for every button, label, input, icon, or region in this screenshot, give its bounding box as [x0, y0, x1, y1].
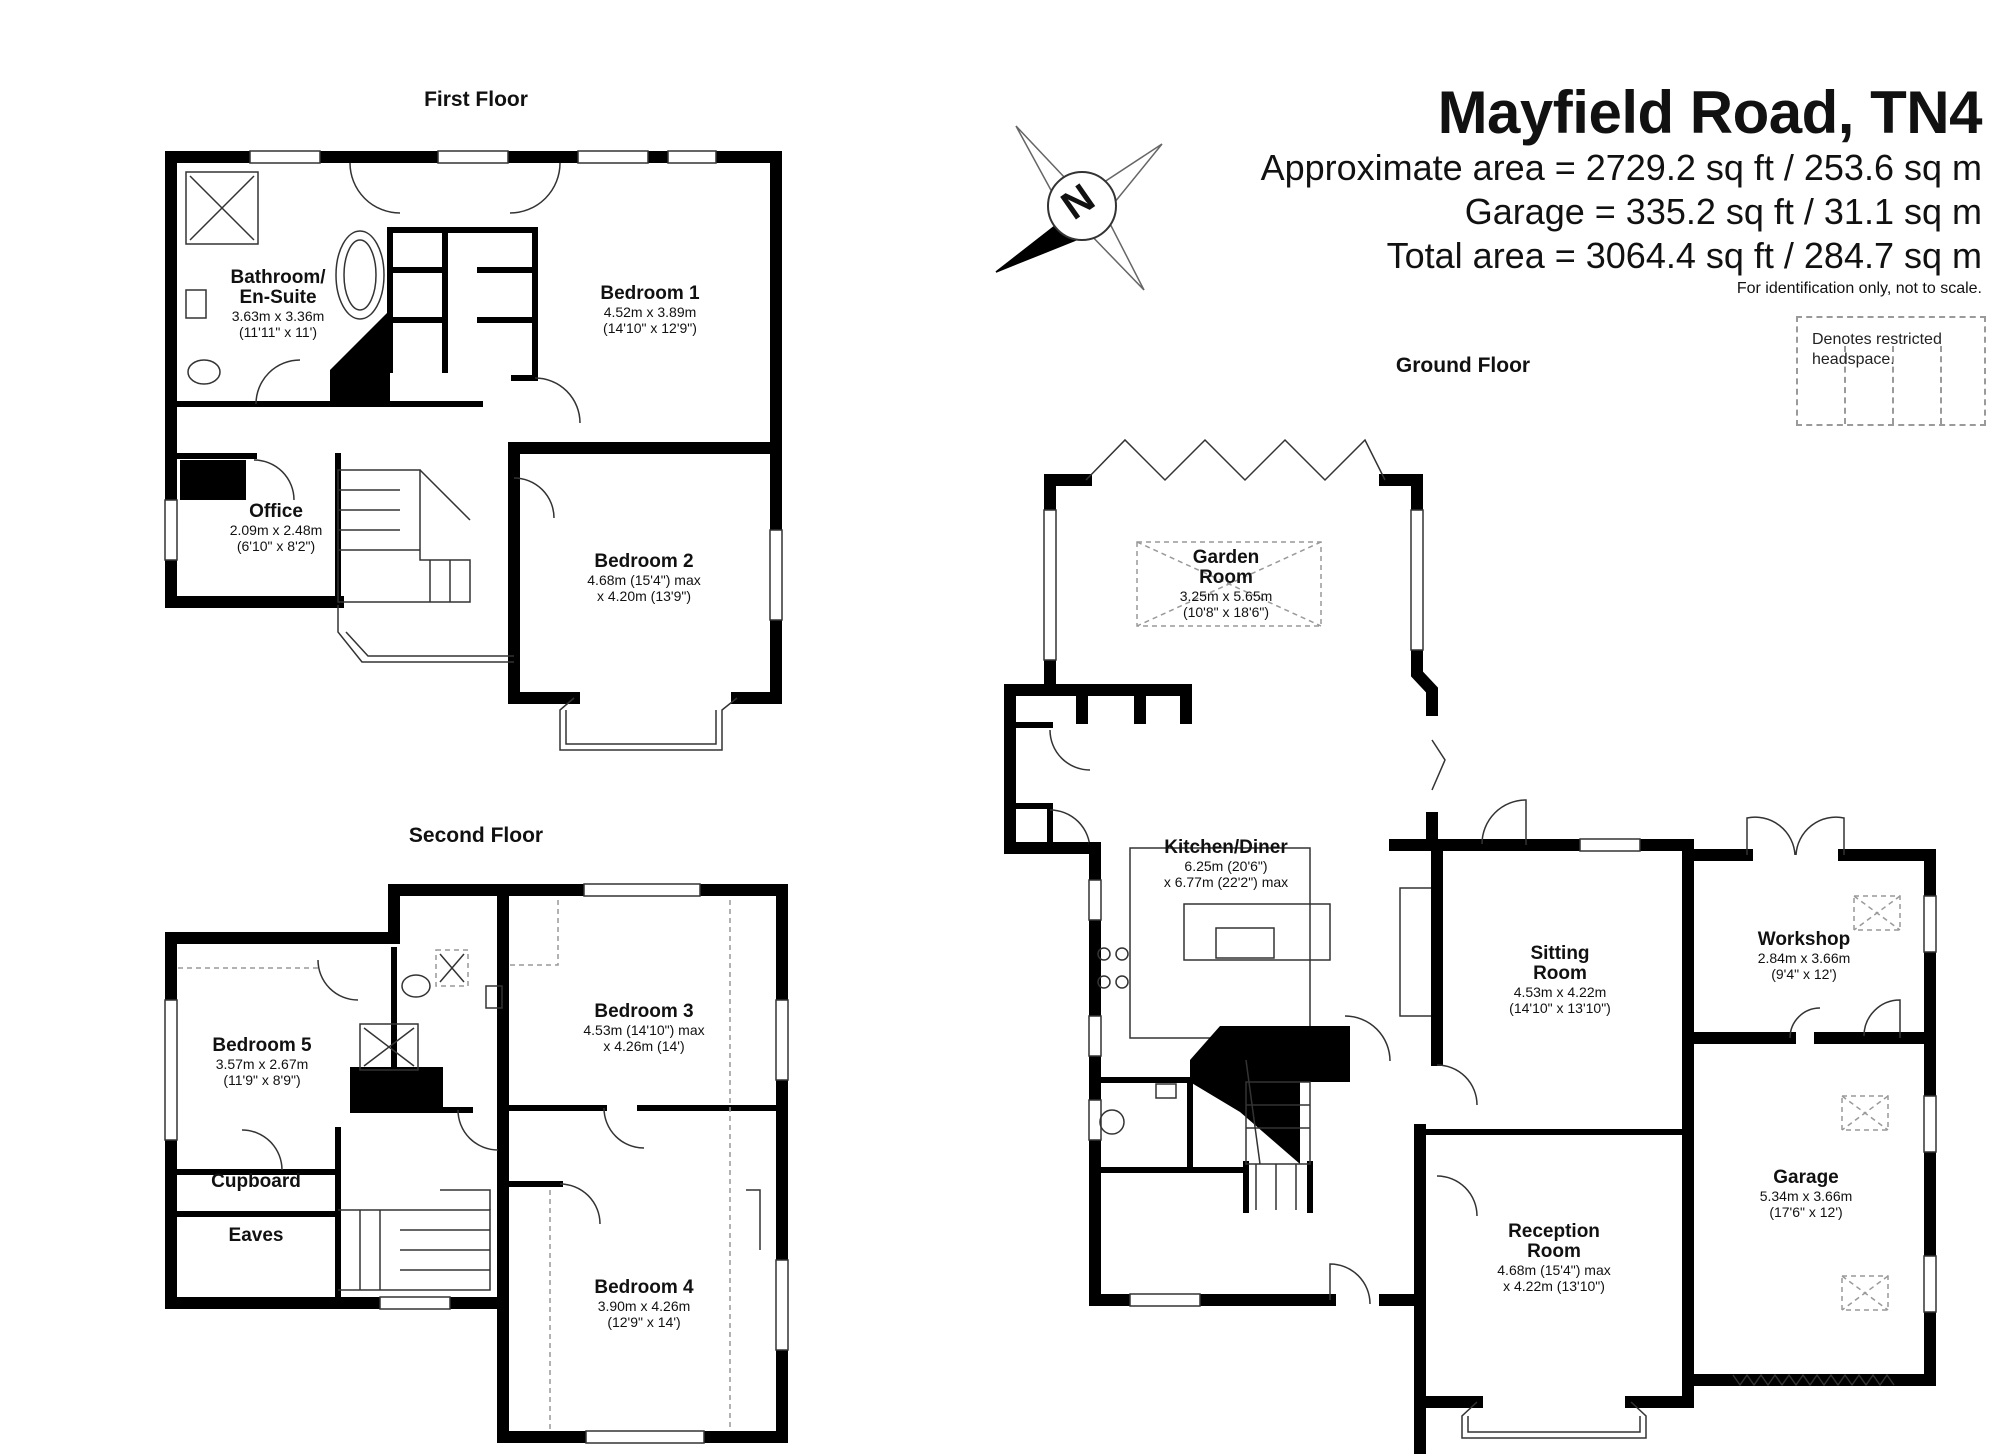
- ground-floor-label: Ground Floor: [1395, 354, 1531, 377]
- ground-floor-plan: [1004, 438, 1937, 1454]
- room-cupboard: Cupboard: [211, 1171, 301, 1192]
- page-title: Mayfield Road, TN4: [1437, 79, 1983, 146]
- second-floor-plan: [164, 883, 789, 1444]
- first-floor-plan: [164, 150, 783, 751]
- identification-note: For identification only, not to scale.: [1736, 280, 1982, 297]
- room-eaves: Eaves: [228, 1225, 284, 1246]
- second-floor-label: Second Floor: [408, 824, 544, 847]
- room-bedroom-5: Bedroom 5 3.57m x 2.67m (11'9" x 8'9"): [212, 1035, 312, 1089]
- room-garden: Garden Room 3.25m x 5.65m (10'8" x 18'6"…: [1179, 547, 1273, 621]
- room-bedroom-3: Bedroom 3 4.53m (14'10") max x 4.26m (14…: [583, 1001, 705, 1055]
- room-bedroom-4: Bedroom 4 3.90m x 4.26m (12'9" x 14'): [594, 1277, 694, 1331]
- compass-rose-icon: [995, 125, 1163, 291]
- total-area: Total area = 3064.4 sq ft / 284.7 sq m: [1386, 235, 1982, 276]
- approximate-area: Approximate area = 2729.2 sq ft / 253.6 …: [1260, 147, 1982, 188]
- room-workshop: Workshop 2.84m x 3.66m (9'4" x 12'): [1757, 929, 1851, 983]
- room-reception: Reception Room 4.68m (15'4") max x 4.22m…: [1497, 1221, 1611, 1295]
- first-floor-label: First Floor: [424, 88, 528, 111]
- garage-area: Garage = 335.2 sq ft / 31.1 sq m: [1464, 191, 1982, 232]
- room-bedroom-2: Bedroom 2 4.68m (15'4") max x 4.20m (13'…: [587, 551, 701, 605]
- room-kitchen-diner: Kitchen/Diner 6.25m (20'6") x 6.77m (22'…: [1163, 837, 1289, 891]
- room-bedroom-1: Bedroom 1 4.52m x 3.89m (14'10" x 12'9"): [600, 283, 700, 337]
- room-office: Office 2.09m x 2.48m (6'10" x 8'2"): [229, 501, 323, 555]
- header: Mayfield Road, TN4 Approximate area = 27…: [1260, 79, 1983, 300]
- room-sitting: Sitting Room 4.53m x 4.22m (14'10" x 13'…: [1509, 943, 1611, 1017]
- room-bathroom: Bathroom/ En-Suite 3.63m x 3.36m (11'11"…: [230, 267, 326, 341]
- legend-text: Denotes restricted headspace.: [1812, 331, 1942, 368]
- room-garage: Garage 5.34m x 3.66m (17'6" x 12'): [1759, 1167, 1853, 1221]
- restricted-headspace-legend: Denotes restricted headspace.: [1796, 316, 1986, 426]
